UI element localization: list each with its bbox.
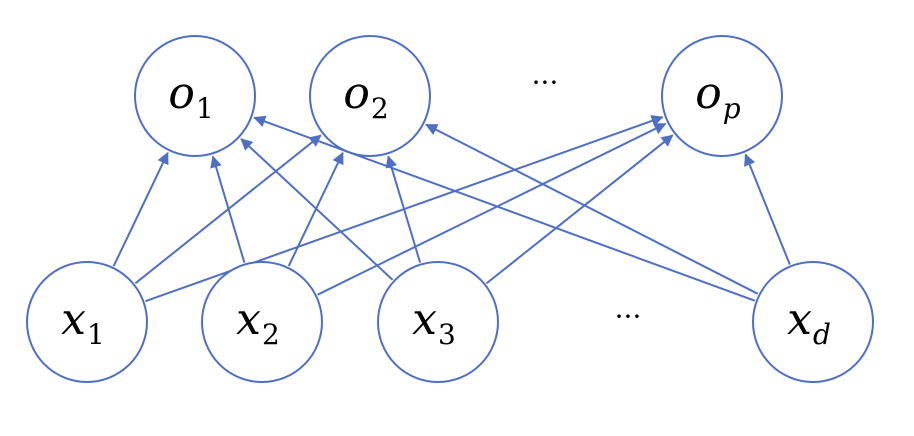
output-ellipsis: ··· bbox=[532, 66, 559, 99]
node-x2: x2 bbox=[201, 261, 323, 383]
node-circle-op bbox=[661, 35, 783, 157]
node-circle-o1 bbox=[134, 35, 256, 157]
edge-x3-to-op bbox=[485, 134, 674, 285]
node-label-main-x3: x bbox=[412, 294, 437, 345]
edge-x1-to-o1 bbox=[112, 151, 169, 267]
node-circle-xd bbox=[752, 261, 874, 383]
node-label-op: op bbox=[695, 68, 741, 125]
node-label-sub-o1: 1 bbox=[196, 92, 214, 125]
node-label-sub-x3: 3 bbox=[438, 318, 456, 351]
edge-x3-to-o1 bbox=[240, 138, 394, 281]
node-label-main-op: o bbox=[695, 68, 722, 119]
node-label-x1: x1 bbox=[61, 294, 105, 351]
input-ellipsis: ··· bbox=[615, 300, 642, 333]
node-label-main-o2: o bbox=[343, 68, 370, 119]
node-label-x2: x2 bbox=[236, 294, 280, 351]
node-circle-o2 bbox=[309, 35, 431, 157]
node-circle-x1 bbox=[26, 261, 148, 383]
node-label-sub-o2: 2 bbox=[371, 92, 389, 125]
edge-x2-to-op bbox=[317, 122, 667, 296]
edge-x2-to-o1 bbox=[210, 155, 246, 263]
node-o2: o2 bbox=[309, 35, 431, 157]
node-o1: o1 bbox=[134, 35, 256, 157]
node-label-sub-xd: d bbox=[813, 318, 831, 351]
node-label-o1: o1 bbox=[168, 68, 213, 125]
node-label-xd: xd bbox=[787, 294, 831, 351]
node-x3: x3 bbox=[377, 261, 499, 383]
node-circle-x2 bbox=[201, 261, 323, 383]
node-label-main-xd: x bbox=[787, 294, 812, 345]
edge-x3-to-o2 bbox=[385, 155, 422, 263]
node-label-sub-op: p bbox=[723, 92, 741, 125]
node-label-main-o1: o bbox=[168, 68, 195, 119]
node-op: op bbox=[661, 35, 783, 157]
node-label-sub-x2: 2 bbox=[262, 318, 280, 351]
node-label-main-x1: x bbox=[61, 294, 86, 345]
node-circle-x3 bbox=[377, 261, 499, 383]
node-label-o2: o2 bbox=[343, 68, 388, 125]
node-label-main-x2: x bbox=[236, 294, 261, 345]
node-label-x3: x3 bbox=[412, 294, 456, 351]
edge-xd-to-op bbox=[744, 153, 791, 265]
edge-xd-to-o2 bbox=[425, 123, 759, 295]
node-x1: x1 bbox=[26, 261, 148, 383]
node-xd: xd bbox=[752, 261, 874, 383]
node-label-sub-x1: 1 bbox=[87, 318, 105, 351]
edge-xd-to-o1 bbox=[253, 115, 756, 302]
